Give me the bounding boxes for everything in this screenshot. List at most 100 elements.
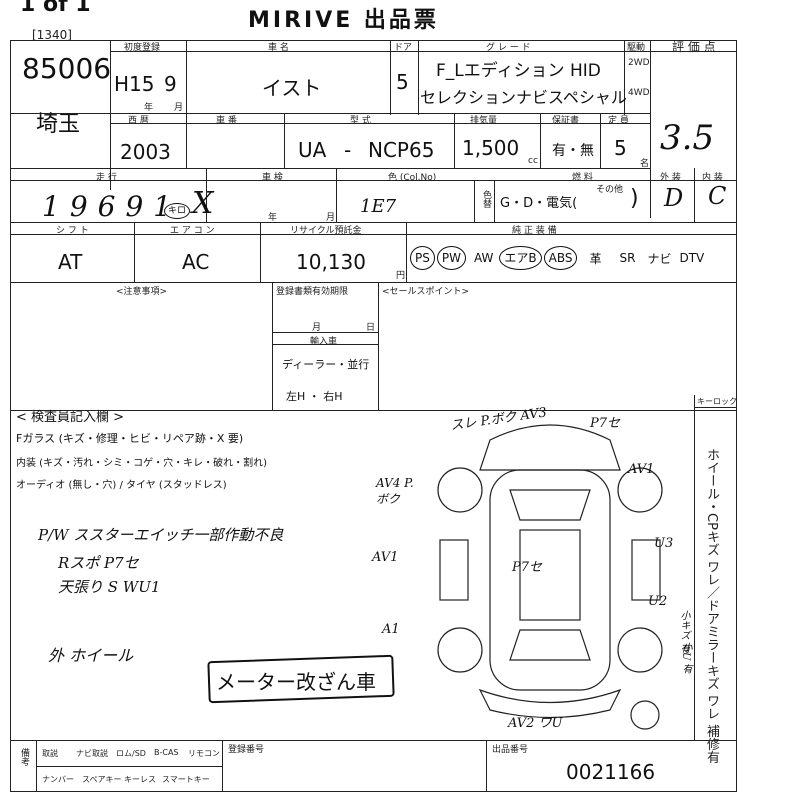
remark-item-3: ロム/SD [116,749,146,758]
windshield-line: Fガラス (キズ・修理・ヒビ・リペア跡・X 要) [16,432,244,445]
notes-label: <注意事項> [116,287,168,297]
meter-notice: メーター改ざん車 [216,670,376,694]
recycle-unit: 円 [396,271,406,281]
note-1: P/W ススターエイッチ一部作動不良 [38,526,284,544]
model-code: NCP65 [368,138,435,162]
equip-ps: PS [410,246,435,270]
side-mark-2: 小U 有 [680,642,691,674]
remark-item-2: ナビ取説 [76,749,108,758]
equip-pw: PW [436,246,466,270]
reg-doc-label: 登録書類有効期限 [276,287,349,297]
consign-number-label: 出品番号 [492,745,529,755]
equip-sr: SR [619,251,636,265]
grade-line-1: F_Lエディション HID [436,61,601,81]
equip-aw: AW [473,251,494,265]
month-unit: 月 [174,103,184,113]
equip-dtv: DTV [679,251,705,265]
door-count: 5 [396,70,409,94]
warranty-value: 有・無 [552,143,594,159]
grade-line-2: セレクションナビスペシャル [420,88,627,107]
displacement-label: 排気量 [470,116,498,126]
side-legend: ホイール・CPキズ ワレ／ドアミラーキズ ワレ 補修有 [704,448,719,764]
mark-door-right-2: U2 [648,594,668,609]
door-left [439,539,469,601]
displacement-unit: cc [528,156,538,166]
form-frame [10,40,737,792]
wheel-rr [617,627,663,673]
mark-door-right-1: U3 [654,536,674,551]
rear-bumper [478,688,622,719]
wheel-fl [437,467,483,513]
note-2: Rスポ P7セ [58,554,139,572]
page-title: MIRIVE 出品票 [248,8,439,33]
recycle-value: 10,130 [296,250,366,274]
equipment-row: PS PW AW エアB ABS 革 SR ナビ DTV [410,246,708,270]
color-label: 色 (Col.No) [388,173,437,183]
audio-line: オーディオ (無し・穴) / タイヤ (スタッドレス) [16,480,227,491]
car-body [489,469,611,691]
aircon-label: エ ア コ ン [170,226,215,236]
color-code: 1E7 [360,196,397,217]
car-name-label: 車 名 [268,43,289,53]
capacity-unit: 名 [640,159,650,169]
remark-item-4: B-CAS [154,748,179,757]
mark-door-left: AV1 [372,550,399,565]
remark-item-9: スマートキー [162,775,210,784]
shift-value: AT [58,250,83,274]
model-label: 型 式 [350,116,371,126]
wheel-rl [437,627,483,673]
inspection-month-unit: 月 [326,213,336,223]
sales-points-label: <セールスポイント> [382,287,470,297]
western-year-label: 西 暦 [128,116,149,126]
key-lock-label: キーロック [697,397,737,406]
drive-2wd: 2WD [628,58,650,68]
year-unit: 年 [144,103,154,113]
roof [519,529,581,621]
interior-grade: C [708,182,727,210]
remark-item-8: キーレス [124,775,156,784]
rear-window [509,629,591,661]
shift-label: シ フ ト [56,226,89,236]
mileage-cross: X [192,186,214,221]
front-bumper [479,424,621,471]
fuel-close: ) [630,186,639,211]
western-year: 2003 [120,140,171,164]
side-mark-1: 小キズ 有 [678,610,689,654]
equip-navi: ナビ [647,251,672,266]
grade-label: グ レ ー ド [486,43,531,53]
dealer-option: ディーラー・並行 [282,358,370,371]
drive-4wd: 4WD [628,88,650,98]
exterior-grade: D [664,184,684,212]
fuel-label: 燃 料 [572,173,593,183]
import-label: 輸入車 [310,337,338,347]
inspection-year-unit: 年 [268,213,278,223]
displacement-value: 1,500 [462,136,520,160]
equip-abs: ABS [543,246,578,270]
equip-airbag: エアB [499,246,542,270]
equip-leather: 革 [589,251,602,266]
aircon-value: AC [182,250,210,274]
score-label: 評 価 点 [672,40,716,54]
era-year: H15 [114,72,155,96]
remark-item-5: リモコン [188,749,220,758]
doors-label: ドア [394,43,413,53]
score-value: 3.5 [660,118,715,158]
storage-number-label: 登録番号 [228,745,265,755]
mark-rear-left: A1 [382,622,400,637]
car-name: イスト [262,76,322,100]
exterior-label: 外 装 [660,173,681,183]
wheel-fr [617,467,663,513]
first-reg-label: 初度登録 [124,43,161,53]
note-3: 天張り S WU1 [58,578,161,596]
consign-number: 0021166 [566,760,656,784]
fuel-other: その他 [596,185,624,195]
equipment-label: 純 正 装 備 [512,226,557,236]
capacity-label: 定 員 [608,116,629,126]
spare-wheel [630,700,660,730]
mark-rear: AV2 ワU [508,716,563,731]
windshield [509,489,591,521]
reg-day: 日 [366,323,376,333]
lot-bracket: [1340] [32,28,72,42]
interior-label: 内 装 [702,173,723,183]
remark-item-7: スペアキー [82,775,122,784]
